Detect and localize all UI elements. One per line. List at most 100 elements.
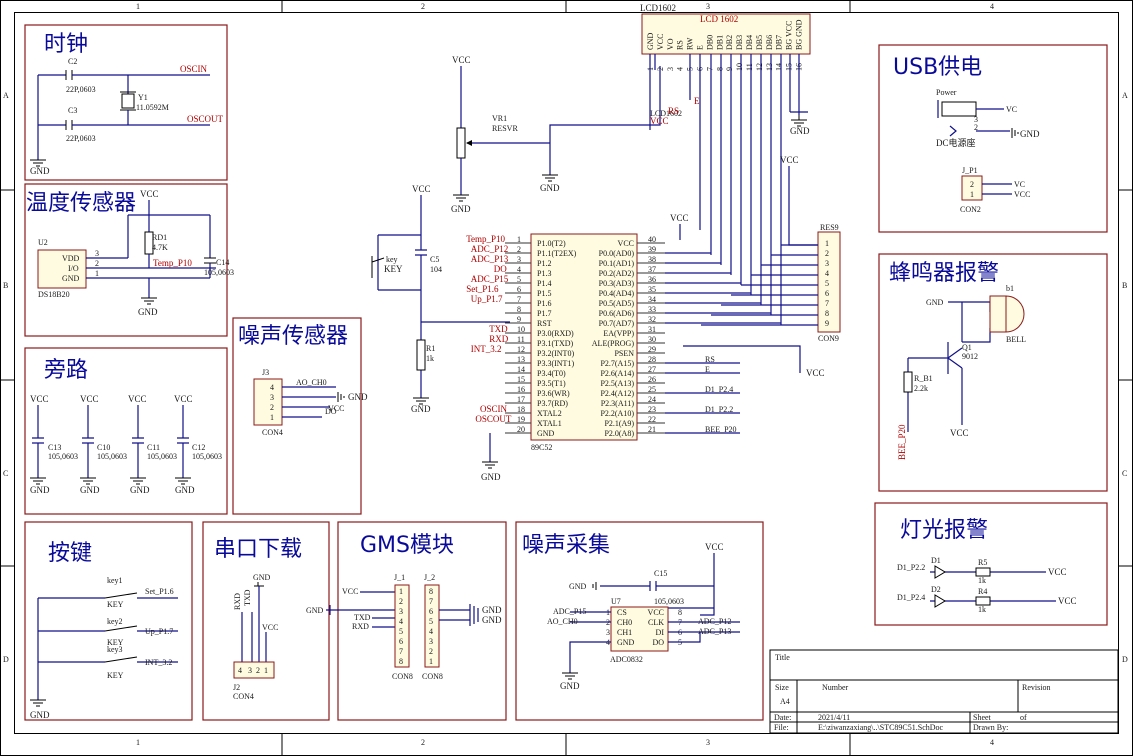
d1-p24-net: D1_P2.4	[897, 593, 925, 602]
usb-heading: USB供电	[893, 55, 982, 80]
svg-text:GND: GND	[130, 485, 150, 495]
mcu-right-pin-name: EA(VPP)	[603, 329, 634, 338]
u7-label: U7	[611, 597, 621, 606]
mcu-left-net-label: ADC_P15	[471, 274, 509, 284]
drawn-by-label: Drawn By:	[973, 723, 1008, 732]
mcu-left-net-label: ADC_P13	[471, 254, 509, 264]
mcu-right-pin-number: 26	[648, 375, 656, 384]
c3-label: C3	[68, 106, 77, 115]
row-label-b: B	[3, 281, 8, 290]
temp-heading: 温度传感器	[26, 191, 136, 216]
r5-label: R5	[978, 558, 987, 567]
mcu-right-pin-name: P2.7(A15)	[600, 359, 634, 368]
mcu-right-net-label: E	[705, 365, 710, 374]
mcu-right-pin-number: 36	[648, 275, 656, 284]
svg-text:VCC: VCC	[174, 394, 193, 404]
svg-text:1: 1	[270, 413, 274, 422]
power-label: Power	[936, 88, 957, 97]
c11-label: C11	[147, 443, 160, 452]
light-alarm-section: 灯光报警 D1_P2.2 D1_P2.4 D1 D2 R5 1k R4 1k V…	[874, 502, 1108, 626]
clock-gnd: GND	[30, 166, 50, 176]
mcu-right-pin-number: 40	[648, 235, 656, 244]
svg-text:2: 2	[256, 666, 260, 675]
temp-gnd: GND	[138, 307, 158, 317]
j2-label: J2	[233, 683, 240, 692]
c15-value: 105,0603	[654, 597, 684, 606]
j1-pin-number: 4	[399, 617, 403, 626]
svg-text:KEY: KEY	[107, 600, 124, 609]
key-label: key	[386, 255, 398, 264]
svg-text:VCC: VCC	[1014, 190, 1030, 199]
dc-jack-label: DC电源座	[936, 137, 976, 148]
mcu-left-pin-number: 6	[517, 285, 521, 294]
mcu-left-pin-number: 7	[517, 295, 521, 304]
j2-pin-number: 3	[429, 637, 433, 646]
col-label-4: 4	[990, 2, 994, 11]
oscout-net: OSCOUT	[187, 114, 224, 124]
y1-value: 11.0592M	[136, 103, 169, 112]
svg-text:RXD: RXD	[352, 622, 369, 631]
mcu-right-pin-name: P0.6(AD6)	[599, 309, 635, 318]
svg-text:105,0603: 105,0603	[192, 452, 222, 461]
j1-pin-number: 3	[399, 607, 403, 616]
j2-pin-number: 1	[429, 657, 433, 666]
mcu-left-pin-number: 10	[517, 325, 525, 334]
j2-pin-number: 8	[429, 587, 433, 596]
u7-right-pin-name: DO	[652, 638, 664, 647]
row-markers: A B C D A B C D	[0, 91, 1133, 664]
svg-text:VCC: VCC	[342, 587, 358, 596]
row-label-a: A	[3, 91, 9, 100]
lcd-pin-label: VO	[666, 38, 675, 50]
mcu-left-pin-name: P3.5(T1)	[537, 379, 566, 388]
oscin-net: OSCIN	[180, 64, 208, 74]
lcd-pin-labels: GND1VCC2VO3RS4RW5E6DB07DB18DB29DB310DB41…	[646, 19, 804, 71]
mcu-right-pin-number: 21	[648, 425, 656, 434]
res9-pin-number: 3	[825, 259, 829, 268]
svg-text:GND: GND	[790, 126, 810, 136]
mcu-left-pin-number: 8	[517, 305, 521, 314]
mcu-right-pin-name: P2.0(A8)	[604, 429, 634, 438]
svg-text:2: 2	[95, 259, 99, 268]
svg-text:3: 3	[95, 249, 99, 258]
res9-pin-number: 2	[825, 249, 829, 258]
svg-text:RXD: RXD	[233, 593, 242, 610]
c14-label: C14	[216, 258, 229, 267]
svg-text:TXD: TXD	[354, 613, 371, 622]
j2-pin-number: 2	[429, 647, 433, 656]
j1-pin-number: 1	[399, 587, 403, 596]
u7-right-pin-name: CLK	[648, 618, 664, 627]
q1-value: 9012	[962, 352, 978, 361]
date-value: 2021/4/11	[818, 713, 850, 722]
j2-pin-number: 6	[429, 607, 433, 616]
svg-text:3: 3	[974, 115, 978, 124]
j2-pin-number: 5	[429, 617, 433, 626]
lcd-pin-number: 9	[725, 67, 734, 71]
u2-vdd: VDD	[62, 254, 80, 263]
r4-label: R4	[978, 587, 987, 596]
c10-label: C10	[97, 443, 110, 452]
j2-pin-number: 7	[429, 597, 433, 606]
u7-left-pin-name: CH0	[617, 618, 632, 627]
mcu-right-pin-name: P0.0(AD0)	[599, 249, 635, 258]
svg-text:1k: 1k	[978, 605, 986, 614]
lcd-pin-number: 7	[705, 67, 714, 71]
d2-label: D2	[931, 585, 941, 594]
res9-pin-number: 9	[825, 319, 829, 328]
mcu-left-pin-name: P3.0(RXD)	[537, 329, 574, 338]
mcu-right-pin-number: 27	[648, 365, 656, 374]
bypass-caps: VCC VCC VCC VCC GND GND GND GND C13 105,…	[30, 394, 222, 495]
mcu-right-pin-name: P0.4(AD4)	[599, 289, 635, 298]
mcu-left-pin-name: P1.2	[537, 259, 551, 268]
keys-heading: 按键	[48, 541, 92, 566]
mcu-left-pin-name: GND	[537, 429, 555, 438]
svg-text:GND: GND	[306, 606, 324, 615]
mcu-left-net-label: Set_P1.6	[466, 284, 499, 294]
svg-text:CON8: CON8	[392, 672, 413, 681]
mcu-right-pin-number: 29	[648, 345, 656, 354]
key3-label: key3	[107, 645, 123, 654]
svg-text:4: 4	[238, 666, 242, 675]
svg-text:VCC: VCC	[670, 213, 689, 223]
c15-label: C15	[654, 569, 667, 578]
